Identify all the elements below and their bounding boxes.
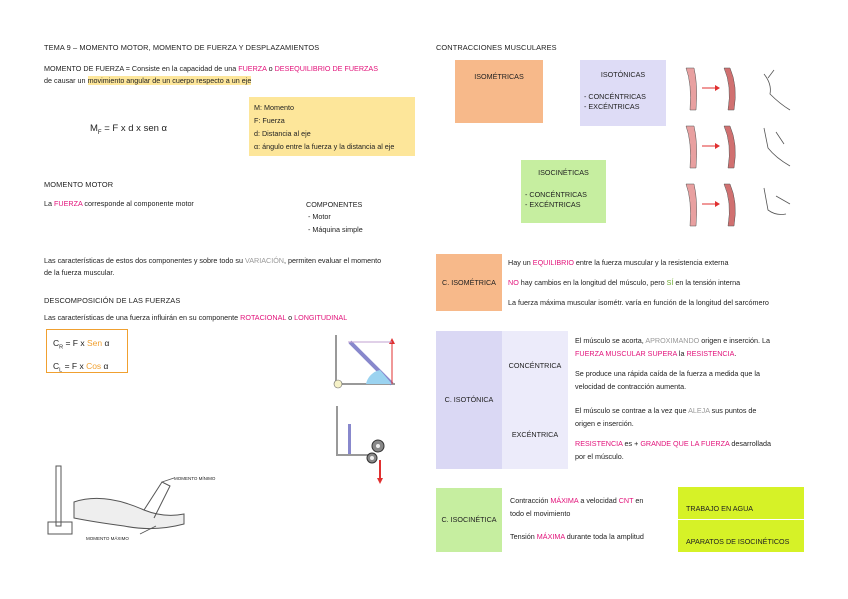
isotonicas-item: - EXCÉNTRICAS — [584, 102, 640, 111]
pulley-diagram — [336, 406, 385, 484]
lever-vertical — [335, 335, 337, 385]
isotonicas-item: - CONCÉNTRICAS — [584, 92, 646, 101]
legend-item: M: Momento — [254, 103, 294, 112]
isotonicas-box: ISOTÓNICAS - CONCÉNTRICAS - EXCÉNTRICAS — [580, 60, 666, 126]
momento-motor-text: La FUERZA corresponde al componente moto… — [44, 199, 194, 208]
momento-maximo-label: MOMENTO MÁXIMO — [86, 536, 129, 541]
componentes-item: - Motor — [308, 212, 331, 221]
muscle-illustrations — [685, 67, 791, 227]
momento-fuerza-formula: MF = F x d x sen α — [90, 123, 168, 136]
c-isotonica-label: C. ISOTÓNICA — [436, 331, 502, 469]
momento-fuerza-definition: MOMENTO DE FUERZA = Consiste en la capac… — [44, 64, 379, 73]
c-isometrica-line: NO hay cambios en la longitud del múscul… — [508, 278, 741, 287]
excentrica-text: por el músculo. — [575, 452, 624, 461]
rope — [348, 424, 351, 454]
concentrica-text: FUERZA MUSCULAR SUPERA la RESISTENCIA. — [575, 349, 737, 358]
componentes-title: COMPONENTES — [306, 200, 363, 209]
rotational-formula: CR = F x Sen α — [53, 338, 110, 351]
c-isometrica-line: Hay un EQUILIBRIO entre la fuerza muscul… — [508, 258, 729, 267]
momento-fuerza-definition-line2: de causar un movimiento angular de un cu… — [44, 76, 252, 85]
isocinetica-text: Contracción MÁXIMA a velocidad CNT en — [510, 496, 644, 505]
isometricas-box: ISOMÉTRICAS — [455, 60, 543, 123]
formula-legend-box: M: Momento F: Fuerza d: Distancia al eje… — [249, 97, 415, 156]
momento-minimo-label: MOMENTO MÍNIMO — [174, 476, 216, 481]
componentes-item: - Máquina simple — [308, 225, 363, 234]
leg-lever-sketch — [47, 465, 185, 535]
trabajo-agua-box: TRABAJO EN AGUA — [678, 487, 804, 519]
angle-marker — [366, 370, 392, 384]
momento-fuerza-heading: MOMENTO DE FUERZA — [44, 64, 124, 73]
caracteristicas-text-line2: de la fuerza muscular. — [44, 268, 115, 277]
c-isocinetica-label: C. ISOCINÉTICA — [436, 488, 502, 552]
force-decomposition-diagram — [333, 335, 395, 389]
longitudinal-formula: CL = F x Cos α — [53, 360, 109, 374]
legend-item: α: ángulo entre la fuerza y la distancia… — [254, 142, 395, 151]
isocineticas-item: - CONCÉNTRICAS — [525, 190, 587, 199]
isocinetica-text: todo el movimiento — [510, 509, 571, 518]
lever-horizontal — [335, 383, 395, 385]
momento-motor-heading: MOMENTO MOTOR — [44, 180, 114, 189]
muscle-figure — [685, 67, 791, 111]
excentrica-text: El músculo se contrae a la vez que ALEJA… — [575, 406, 757, 415]
legend-item: d: Distancia al eje — [254, 129, 311, 138]
concentrica-text: El músculo se acorta, APROXIMANDO origen… — [575, 336, 770, 345]
legend-item: F: Fuerza — [254, 116, 285, 125]
excentrica-text: RESISTENCIA es + GRANDE QUE LA FUERZA de… — [575, 439, 771, 448]
caracteristicas-text: Las características de estos dos compone… — [44, 256, 382, 265]
components-formula-box: CR = F x Sen α CL = F x Cos α — [46, 329, 128, 373]
concentrica-text: velocidad de contracción aumenta. — [575, 382, 687, 391]
isocineticas-box: ISOCINÉTICAS - CONCÉNTRICAS - EXCÉNTRICA… — [521, 160, 606, 223]
c-isometrica-line: La fuerza máxima muscular isométr. varía… — [508, 298, 769, 307]
excentrica-text: origen e inserción. — [575, 419, 634, 428]
c-isometrica-label: C. ISOMÉTRICA — [436, 254, 502, 311]
isocinetica-text: Tensión MÁXIMA durante toda la amplitud — [510, 532, 644, 541]
descomposicion-heading: DESCOMPOSICIÓN DE LAS FUERZAS — [44, 296, 181, 305]
arrow-up-icon — [389, 338, 395, 344]
page-title: TEMA 9 – MOMENTO MOTOR, MOMENTO DE FUERZ… — [44, 43, 320, 52]
muscle-figure — [685, 183, 791, 227]
concentrica-label: CONCÉNTRICA — [502, 331, 568, 400]
contracciones-title: CONTRACCIONES MUSCULARES — [436, 43, 557, 52]
concentrica-text: Se produce una rápida caída de la fuerza… — [575, 369, 761, 378]
descomposicion-text: Las características de una fuerza influi… — [44, 313, 348, 322]
excentrica-label: EXCÉNTRICA — [502, 400, 568, 469]
leg-outline — [73, 497, 185, 530]
arrow-down-icon — [377, 478, 383, 484]
isocineticas-item: - EXCÉNTRICAS — [525, 200, 581, 209]
aparatos-isocineticos-box: APARATOS DE ISOCINÉTICOS — [678, 520, 804, 552]
joint-circle — [333, 379, 343, 389]
muscle-figure — [685, 125, 791, 169]
